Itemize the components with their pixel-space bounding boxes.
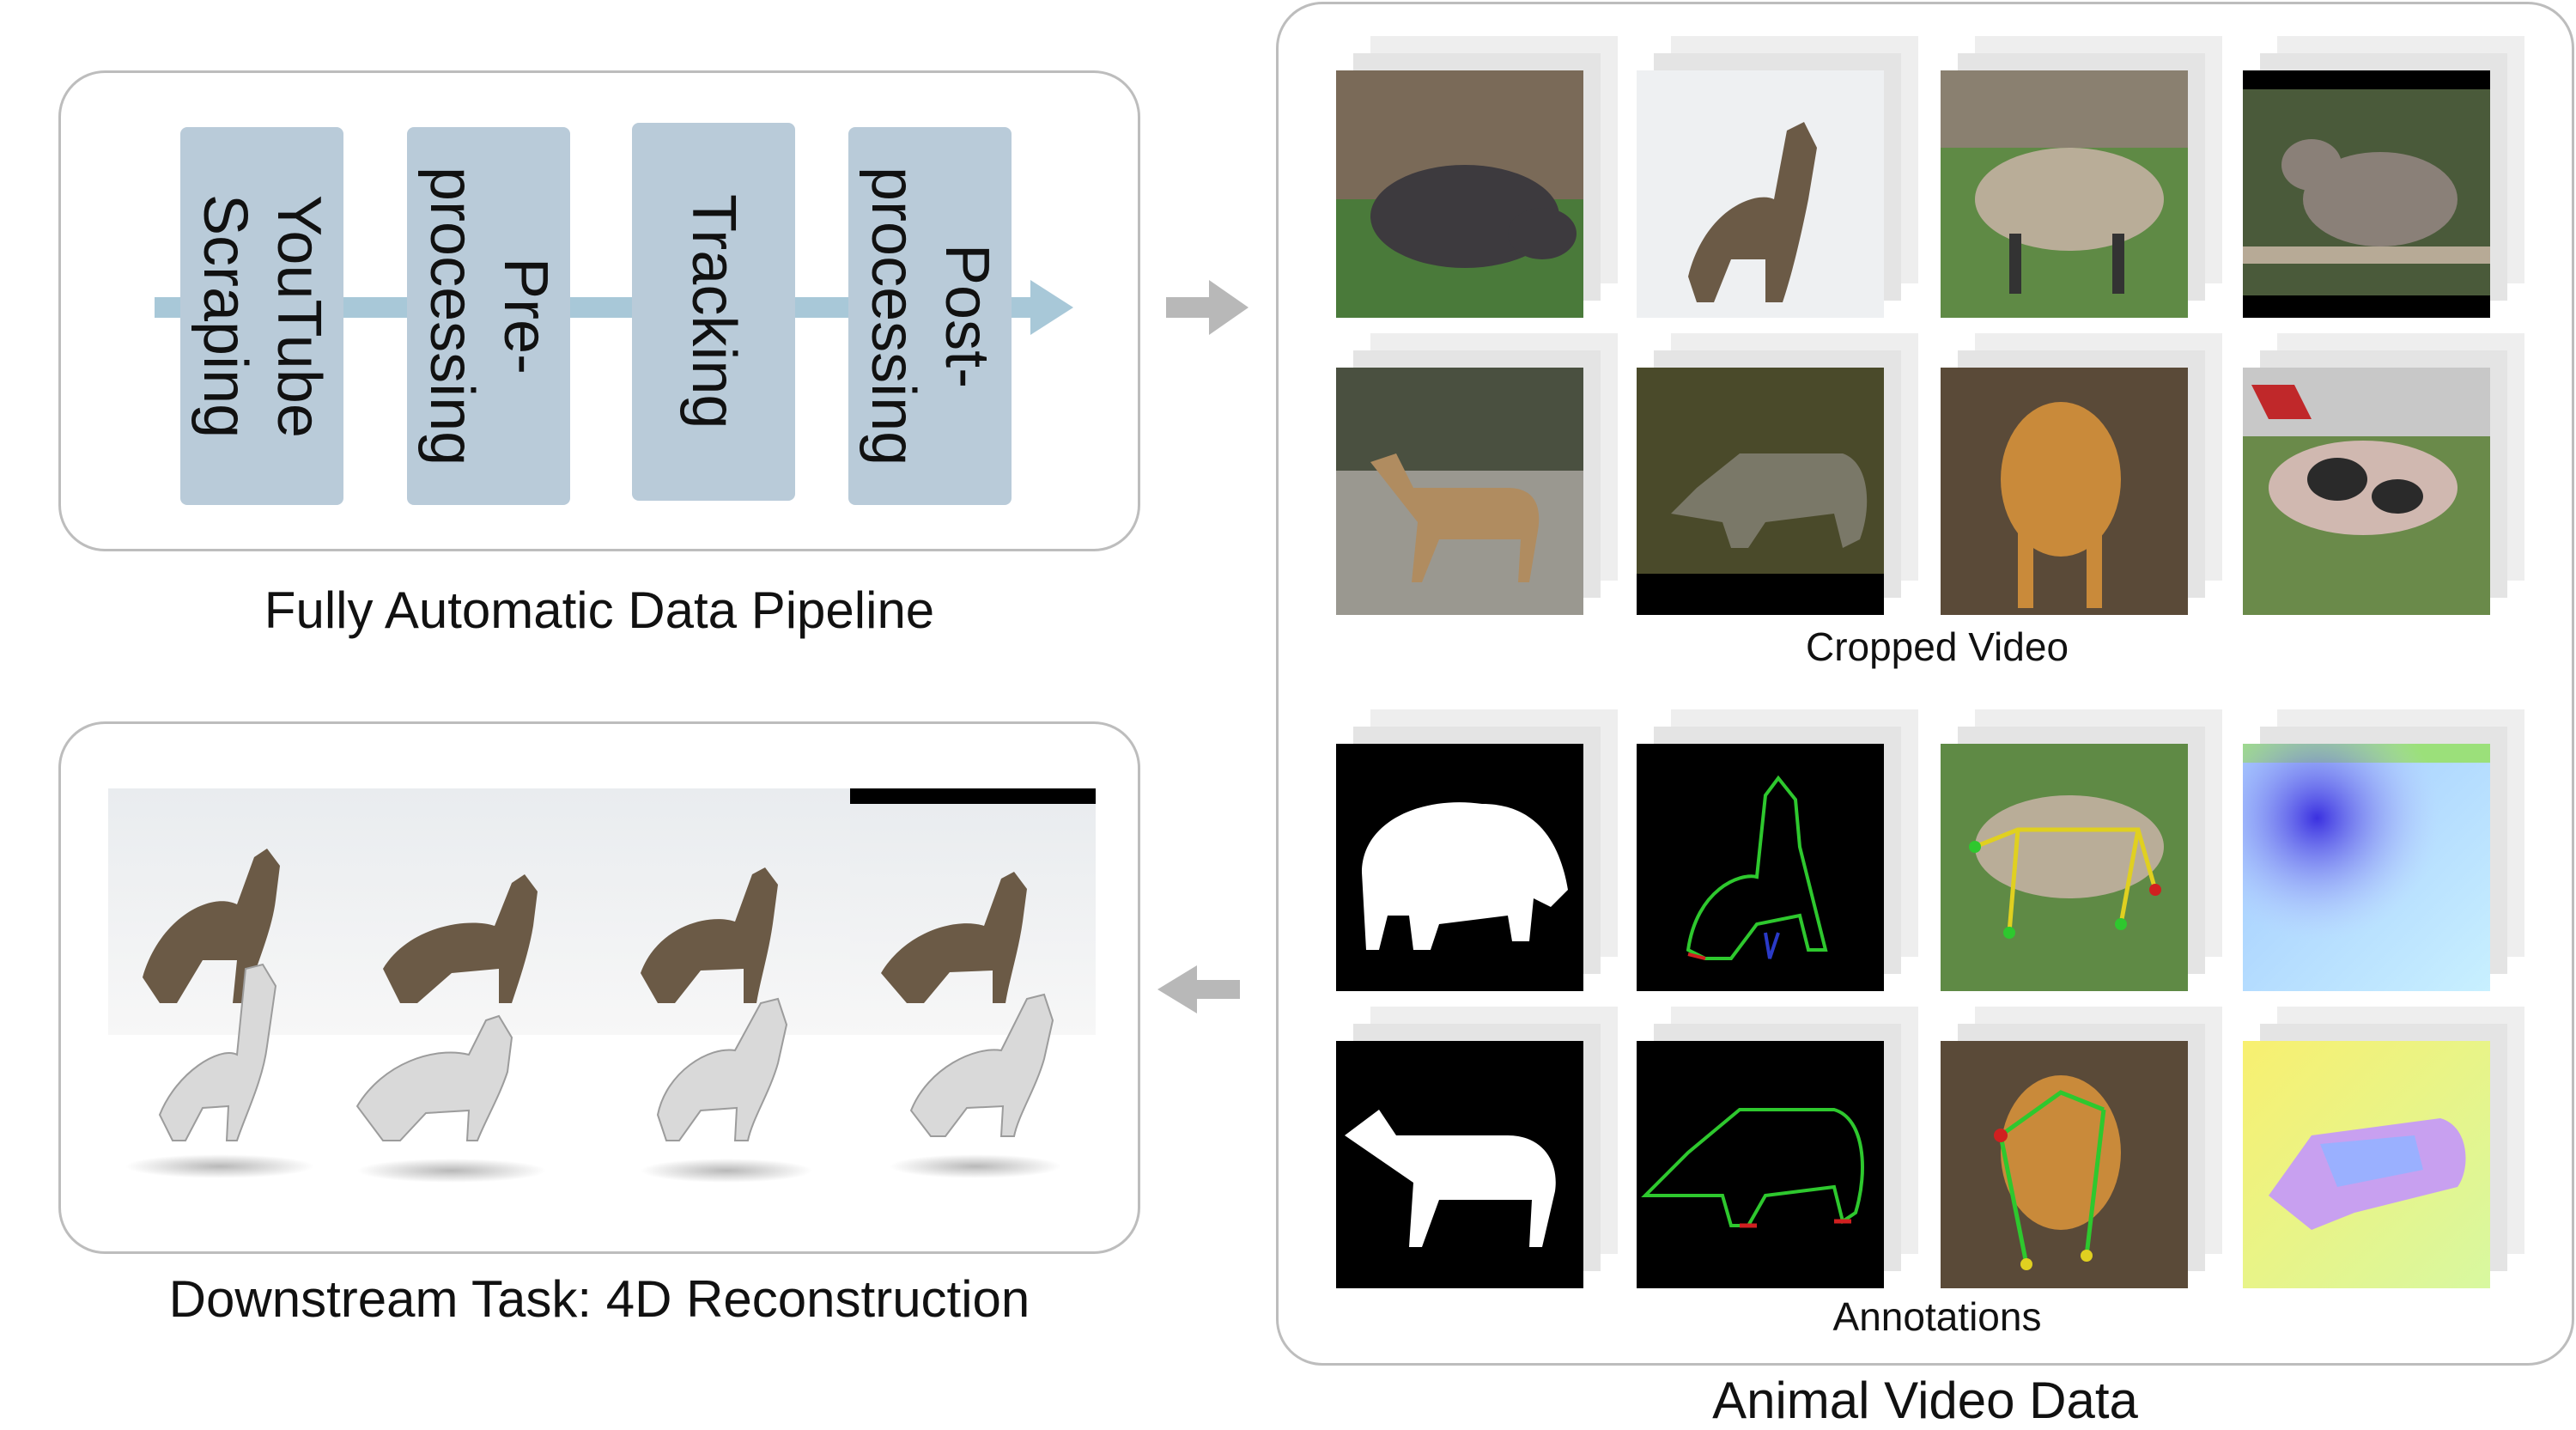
wolf-frame-2: [355, 788, 603, 1035]
pipeline-caption: Fully Automatic Data Pipeline: [264, 581, 935, 639]
cropped-hippo: [1336, 36, 1618, 318]
left-arrow-icon: [1157, 965, 1240, 1013]
animal-data-caption: Animal Video Data: [1712, 1372, 2138, 1429]
cropped-raccoon: [2243, 36, 2524, 318]
cropped-wolf: [1637, 36, 1918, 318]
step-label: YouTube Scraping: [191, 193, 333, 439]
step-label: Pre- processing: [417, 166, 560, 466]
contour-wolf: [1637, 709, 1918, 991]
reconstruction-frames: [108, 788, 1097, 1183]
annotations-label: Annotations: [1832, 1294, 2042, 1339]
wolf-frame-4: [850, 788, 1097, 1035]
right-arrow-icon: [1166, 280, 1249, 335]
cropped-sheep: [1941, 36, 2222, 318]
mesh-4: [909, 993, 1054, 1137]
downstream-caption: Downstream Task: 4D Reconstruction: [168, 1270, 1030, 1328]
wolf-frame-3: [603, 788, 850, 1035]
cropped-pig: [2243, 333, 2524, 615]
step-label: Post- processing: [859, 166, 1001, 466]
keypoints-sheep: [1941, 709, 2222, 991]
flow-wolf: [2243, 709, 2524, 991]
mask-hippo: [1336, 709, 1618, 991]
step-postprocessing: Post- processing: [848, 127, 1012, 505]
keypoints-tiger: [1941, 1007, 2222, 1288]
step-preprocessing: Pre- processing: [407, 127, 570, 505]
cropped-tiger: [1941, 333, 2222, 615]
step-tracking: Tracking: [632, 123, 795, 501]
mesh-3: [656, 997, 788, 1141]
mask-deer: [1336, 1007, 1618, 1288]
step-youtube-scraping: YouTube Scraping: [180, 127, 343, 505]
flow-rhino: [2243, 1007, 2524, 1288]
contour-rhino: [1637, 1007, 1918, 1288]
reconstruction-strip: [108, 788, 1097, 1184]
mesh-1: [158, 963, 277, 1141]
mesh-2: [355, 1014, 513, 1141]
cropped-deer: [1336, 333, 1618, 615]
cropped-video-label: Cropped Video: [1805, 624, 2069, 669]
cropped-rhino: [1637, 333, 1918, 615]
step-label: Tracking: [679, 194, 748, 429]
wolf-frame-1: [108, 788, 355, 1035]
